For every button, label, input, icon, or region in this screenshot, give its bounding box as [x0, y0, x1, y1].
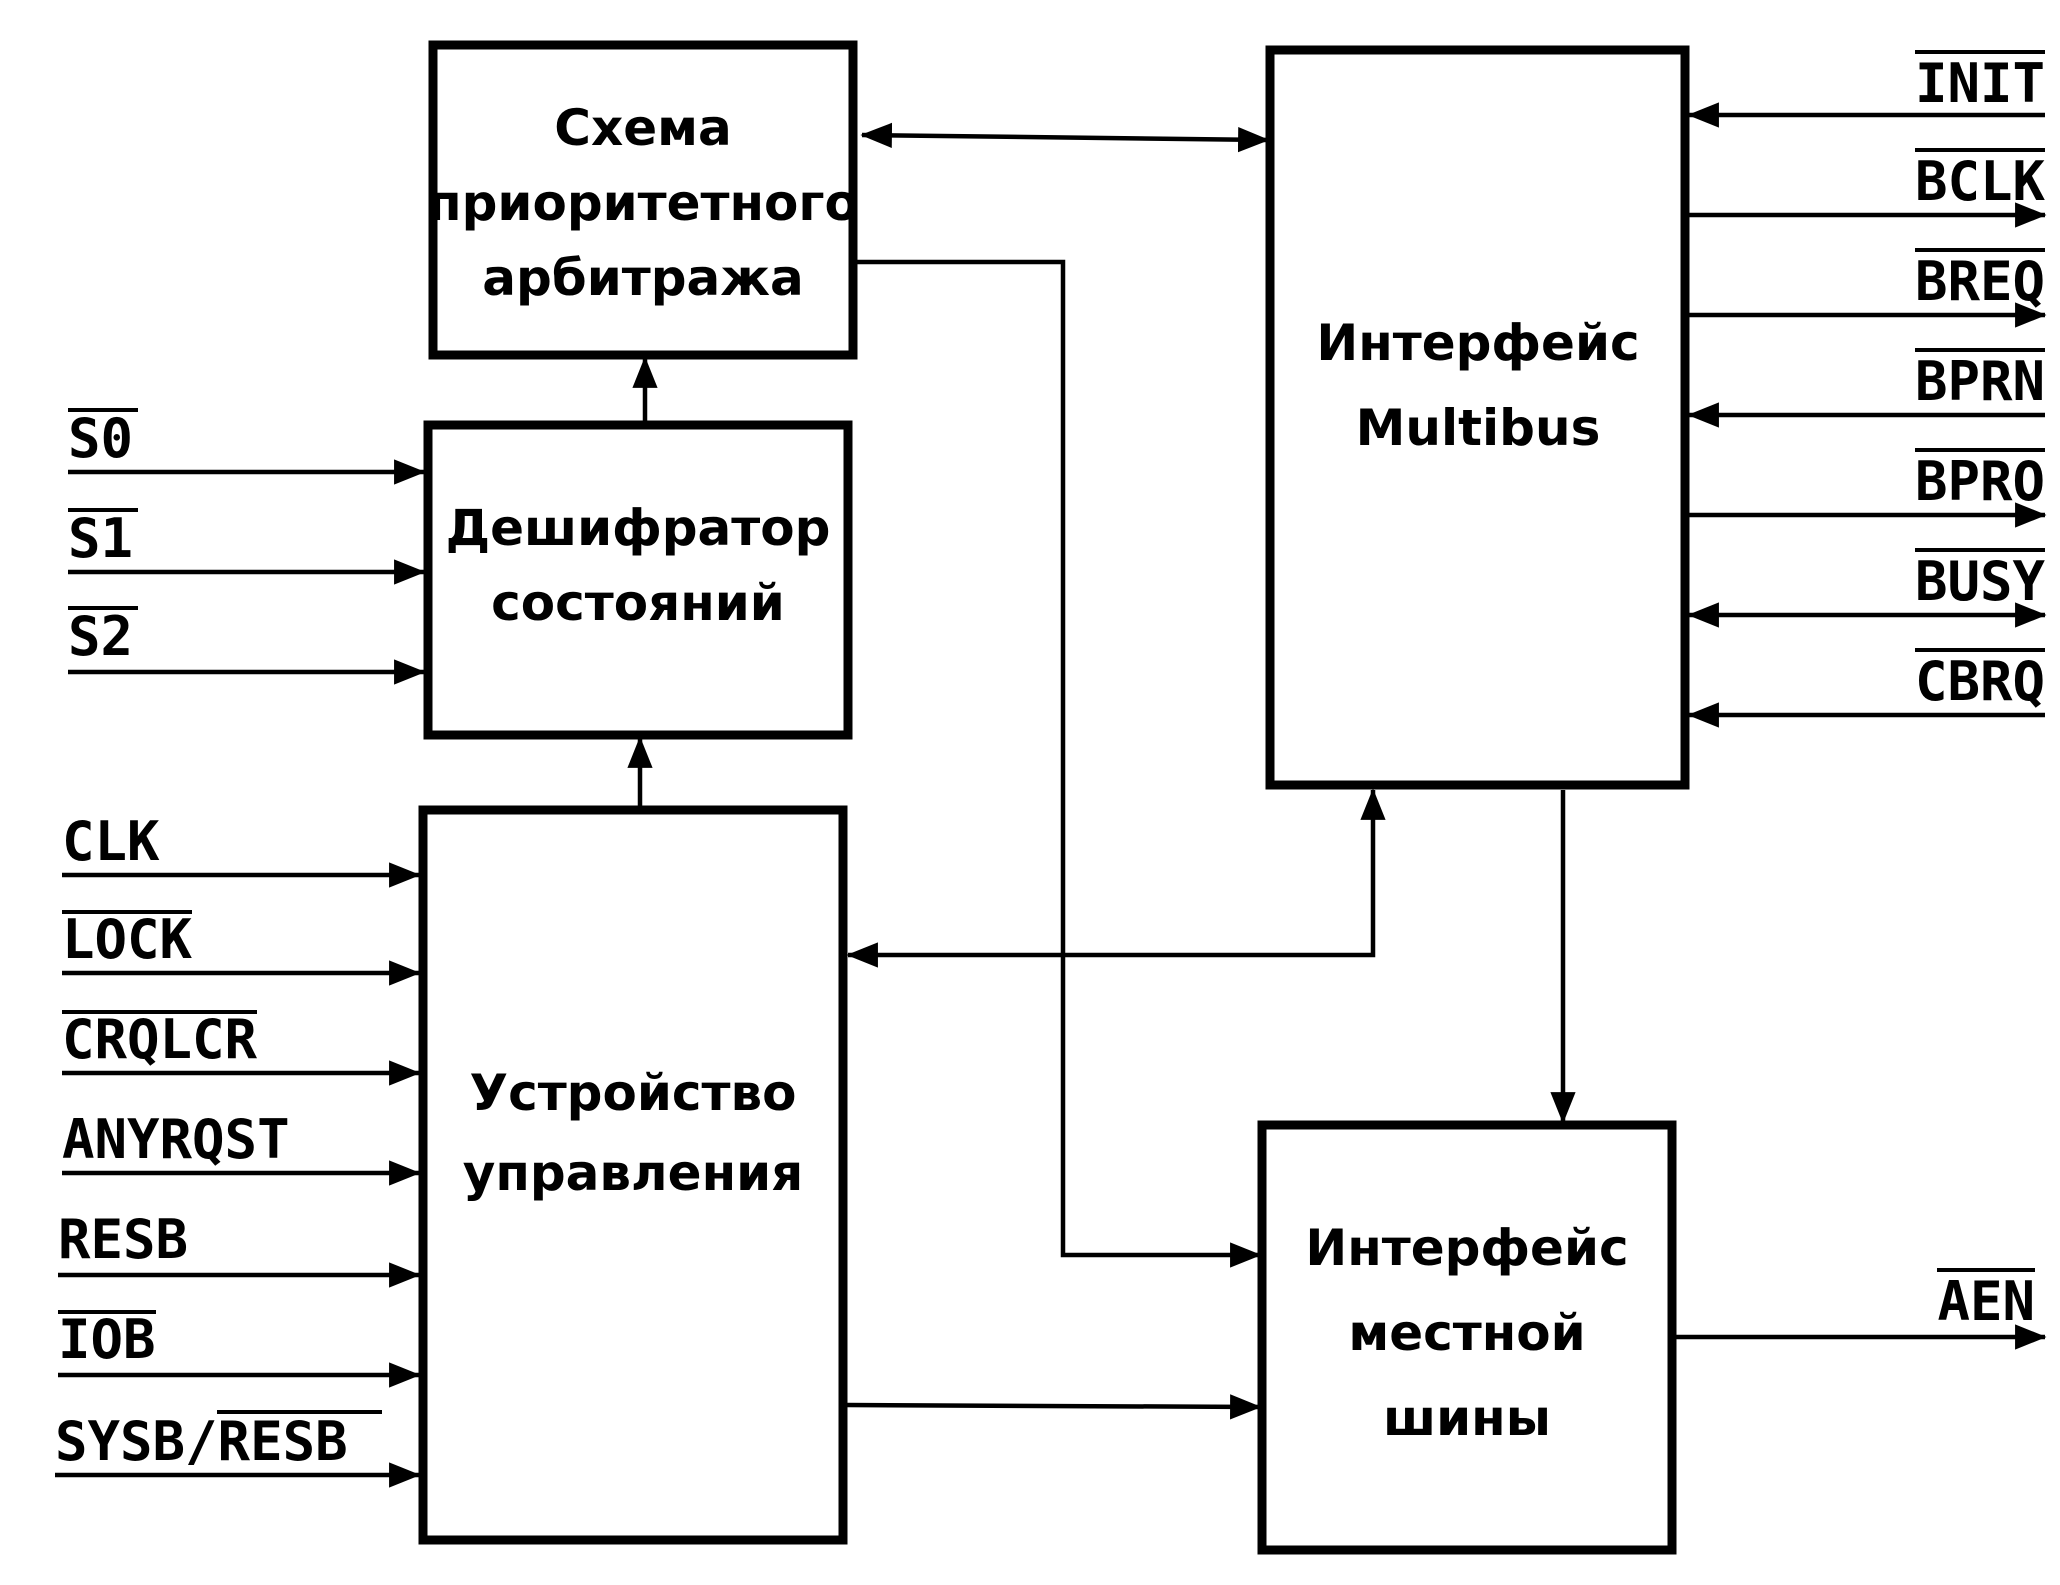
init-label: INIT [1915, 52, 2045, 115]
bpro-label: BPRO [1915, 450, 2045, 513]
control-title-line-1: Устройство [470, 1064, 797, 1122]
arbiter-title-line-1: Схема [554, 99, 731, 157]
local-output-group: AEN [1937, 1268, 2035, 1333]
arbiter-multibus-link [860, 122, 1270, 153]
clk-label: CLK [62, 810, 160, 873]
lock-label: LOCK [62, 908, 193, 971]
s0-label: S0 [68, 407, 133, 470]
s2-label: S2 [68, 605, 133, 668]
arbiter-title-line-3: арбитража [482, 249, 803, 307]
control-to-local-bus-link [846, 1394, 1262, 1420]
resb-label: RESB [58, 1208, 188, 1271]
decoder-title-line-1: Дешифратор [446, 499, 831, 557]
sysb-resb-label: SYSB/RESB [55, 1410, 348, 1473]
control-multibus-link [846, 788, 1386, 968]
internal-connections [627, 122, 2047, 1420]
control-input-group: CLK LOCK CRQLCR ANYRQST RESB IOB SYSB/RE… [55, 810, 421, 1488]
multibus-block: Интерфейс Multibus [1265, 45, 1690, 790]
multibus-title-line-1: Интерфейс [1316, 314, 1639, 372]
anyrqst-label: ANYRQST [62, 1108, 290, 1171]
local-bus-title-line-3: шины [1383, 1389, 1551, 1447]
aen-label: AEN [1937, 1270, 2035, 1333]
multibus-title-line-2: Multibus [1356, 399, 1601, 457]
control-title-line-2: управления [463, 1144, 804, 1202]
crqlcr-label: CRQLCR [62, 1008, 258, 1071]
arbiter-block: Схема приоритетного арбитража [427, 40, 859, 360]
busy-label: BUSY [1915, 550, 2046, 613]
decoder-block: Дешифратор состояний [423, 420, 853, 740]
local-bus-title-line-1: Интерфейс [1305, 1219, 1628, 1277]
cbrq-label: CBRQ [1915, 650, 2045, 713]
s1-label: S1 [68, 507, 133, 570]
local-bus-title-line-2: местной [1348, 1304, 1585, 1362]
iob-label: IOB [58, 1308, 156, 1371]
decoder-title-line-2: состояний [491, 574, 785, 632]
bprn-label: BPRN [1915, 350, 2045, 413]
bclk-label: BCLK [1915, 150, 2046, 213]
multibus-signal-group: INIT BCLK BREQ BPRN BPRO BUSY CBRQ [1685, 50, 2047, 728]
breq-label: BREQ [1915, 250, 2045, 313]
status-input-group: S0 S1 S2 [68, 407, 426, 685]
arbiter-to-local-bus-link [857, 259, 1262, 1268]
control-block: Устройство управления [418, 805, 848, 1545]
local-bus-block: Интерфейс местной шины [1257, 1120, 1677, 1555]
arbiter-title-line-2: приоритетного [427, 174, 859, 232]
